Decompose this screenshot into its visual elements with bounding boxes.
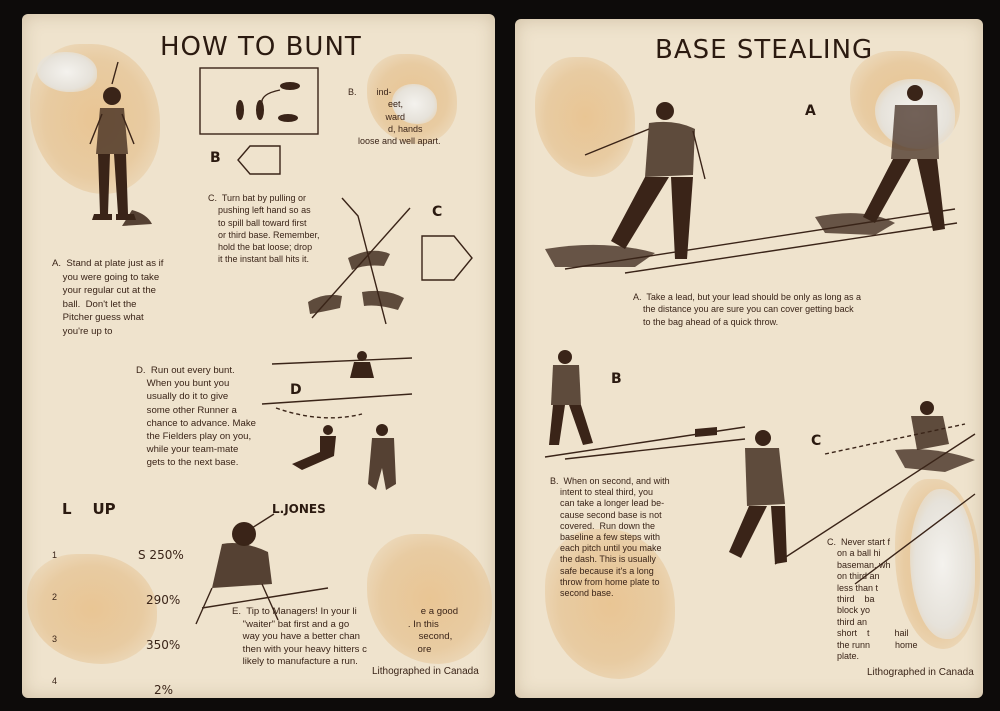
card-title: HOW TO BUNT (160, 32, 362, 62)
lithographed-credit: Lithographed in Canada (372, 666, 479, 677)
instruction-e: E. Tip to Managers! In your li e a good … (232, 606, 459, 667)
bunt-grip-illustration (308, 197, 411, 325)
figure-label-c: C (432, 204, 443, 220)
water-stain (27, 554, 157, 664)
instruction-a: A. Take a lead, but your lead should be … (633, 292, 861, 327)
figure-label-c: C (811, 433, 822, 449)
paper-damage (910, 489, 975, 639)
figure-label-d: D (290, 382, 302, 398)
figure-label-b: B (611, 371, 622, 387)
instruction-d: D. Run out every bunt. When you bunt you… (136, 365, 256, 469)
lineup-stats: S 250% 290% 350% 2% (138, 548, 184, 697)
lineup-heading: L UP (62, 500, 116, 518)
instruction-b: B. When on second, and with intent to st… (550, 476, 670, 599)
how-to-bunt-card: HOW TO BUNT B B. ind- eet, ward d, hands… (22, 14, 495, 698)
base-stealing-card: BASE STEALING A A. Take a lead, but your… (515, 19, 983, 698)
batter-stance-illustration (89, 61, 152, 226)
bunting-player-illustration (195, 513, 329, 625)
card-title: BASE STEALING (655, 35, 874, 65)
instruction-c: C. Turn bat by pulling or pushing left h… (208, 193, 320, 265)
player-name: L.JONES (272, 502, 326, 516)
instruction-b: B. ind- eet, ward d, hands loose and wel… (348, 87, 441, 147)
lead-off-illustration (545, 85, 958, 274)
water-stain (545, 529, 675, 679)
figure-label-a: A (805, 103, 816, 119)
paper-damage (392, 84, 437, 124)
runner-on-third-illustration (729, 401, 976, 585)
run-out-bunt-illustration (261, 351, 413, 490)
paper-damage (37, 52, 97, 92)
instruction-a: A. Stand at plate just as if you were go… (52, 258, 164, 337)
lithographed-credit: Lithographed in Canada (867, 667, 974, 678)
steal-third-illustration (544, 350, 746, 460)
water-stain (367, 534, 492, 664)
figure-label-b: B (210, 150, 221, 166)
home-plate-diagram-c (421, 235, 473, 281)
lineup-numbers: 1 2 3 4 (52, 550, 58, 686)
water-stain (535, 57, 635, 177)
home-plate-diagram-b (237, 145, 281, 175)
instruction-c: C. Never start f on a ball hi baseman, w… (827, 537, 918, 662)
footwork-diagram (199, 67, 319, 135)
